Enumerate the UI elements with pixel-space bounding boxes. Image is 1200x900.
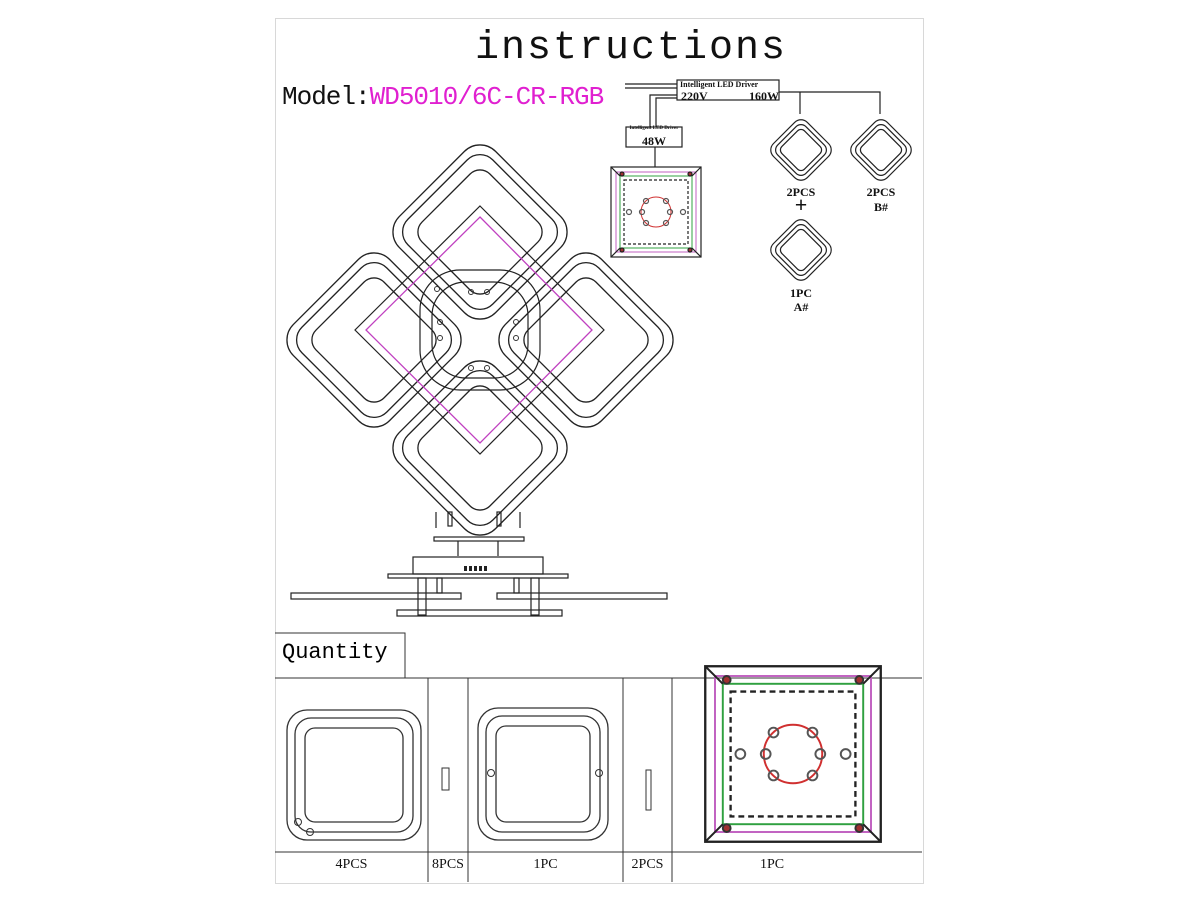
quantity-count-anchor: 8PCS — [432, 857, 464, 872]
quantity-count-ring-lamp: 4PCS — [335, 857, 368, 872]
group-a-single-count: 1PC — [790, 286, 812, 300]
model-code: WD5010/6C-CR-RGB — [369, 82, 605, 112]
main-driver-power: 160W — [749, 89, 779, 103]
quantity-count-base: 1PC — [759, 857, 785, 872]
quantity-count-ring-connectors: 1PC — [533, 857, 558, 872]
wiring-diagram — [610, 79, 916, 285]
group-b-tag: B# — [873, 200, 888, 214]
group-a-count: 2PCS — [786, 185, 816, 199]
main-driver-input: 220V — [681, 89, 708, 103]
group-b-count: 2PCS — [866, 185, 896, 199]
lamp-side-view — [290, 511, 668, 617]
quantity-title: Quantity — [282, 640, 388, 665]
quantity-table — [275, 632, 922, 882]
secondary-driver-power: 48W — [642, 134, 666, 148]
model-prefix: Model: — [282, 82, 371, 112]
model-label: Model:WD5010/6C-CR-RGB — [282, 82, 605, 112]
quantity-count-rod: 2PCS — [631, 857, 664, 872]
page-title: instructions — [475, 26, 788, 71]
plus-sign: + — [794, 192, 808, 217]
secondary-driver-name: Intelligent LED Driver — [629, 126, 679, 131]
lamp-top-view — [277, 135, 683, 545]
group-a-tag: A# — [793, 300, 809, 314]
main-driver-name: Intelligent LED Driver — [680, 80, 759, 89]
